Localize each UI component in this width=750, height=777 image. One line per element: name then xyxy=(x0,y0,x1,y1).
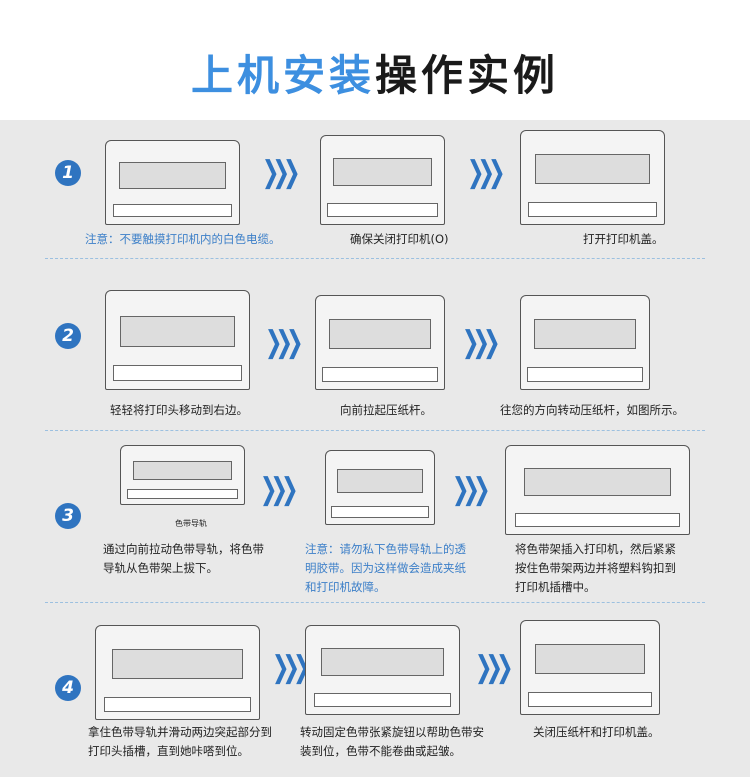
title-blue: 上机安装 xyxy=(190,51,375,100)
divider xyxy=(45,430,705,431)
arrow-icon: ❯❯❯ xyxy=(264,325,304,360)
step-number: 2 xyxy=(55,323,81,349)
page-title: 上机安装操作实例 xyxy=(0,42,750,103)
header: 上机安装操作实例 xyxy=(0,0,750,120)
ribbon-image xyxy=(120,445,245,505)
caption: 确保关闭打印机(O) xyxy=(350,232,449,246)
arrow-icon: ❯❯❯ xyxy=(259,472,299,507)
step-number: 3 xyxy=(55,503,81,529)
ribbon-image xyxy=(325,450,435,525)
printer-image xyxy=(520,130,665,225)
printer-image xyxy=(95,625,260,720)
instructions-panel: 1 ❯❯❯ ❯❯❯ 注意：不要触摸打印机内的白色电缆。 确保关闭打印机(O) 打… xyxy=(0,120,750,777)
arrow-icon: ❯❯❯ xyxy=(474,650,514,685)
printer-image xyxy=(520,620,660,715)
arrow-icon: ❯❯❯ xyxy=(271,650,311,685)
caption: 注意：请勿私下色带导轨上的透明胶带。因为这样做会造成夹纸和打印机故障。 xyxy=(305,542,466,594)
caption: 转动固定色带张紧旋钮以帮助色带安装到位，色带不能卷曲或起皱。 xyxy=(300,725,484,758)
caption: 通过向前拉动色带导轨，将色带导轨从色带架上拔下。 xyxy=(103,542,264,575)
step-number: 1 xyxy=(55,160,81,186)
divider xyxy=(45,602,705,603)
arrow-icon: ❯❯❯ xyxy=(451,472,491,507)
image-label: 色带导轨 xyxy=(175,519,207,528)
caption: 关闭压纸杆和打印机盖。 xyxy=(533,725,660,739)
printer-image xyxy=(105,290,250,390)
printer-image xyxy=(305,625,460,715)
printer-image xyxy=(315,295,445,390)
caption: 注意：不要触摸打印机内的白色电缆。 xyxy=(85,232,281,246)
caption: 轻轻将打印头移动到右边。 xyxy=(110,403,248,417)
arrow-icon: ❯❯❯ xyxy=(261,155,301,190)
printer-image xyxy=(320,135,445,225)
printer-image xyxy=(105,140,240,225)
title-black: 操作实例 xyxy=(375,51,560,100)
arrow-icon: ❯❯❯ xyxy=(466,155,506,190)
printer-image xyxy=(505,445,690,535)
arrow-icon: ❯❯❯ xyxy=(461,325,501,360)
printer-image xyxy=(520,295,650,390)
step-number: 4 xyxy=(55,675,81,701)
caption: 拿住色带导轨并滑动两边突起部分到打印头插槽，直到她咔嗒到位。 xyxy=(88,725,272,758)
caption: 将色带架插入打印机，然后紧紧按住色带架两边并将塑料钩扣到打印机插槽中。 xyxy=(515,542,676,594)
caption: 往您的方向转动压纸杆，如图所示。 xyxy=(500,403,684,417)
caption: 向前拉起压纸杆。 xyxy=(340,403,432,417)
divider xyxy=(45,258,705,259)
caption: 打开打印机盖。 xyxy=(583,232,664,246)
